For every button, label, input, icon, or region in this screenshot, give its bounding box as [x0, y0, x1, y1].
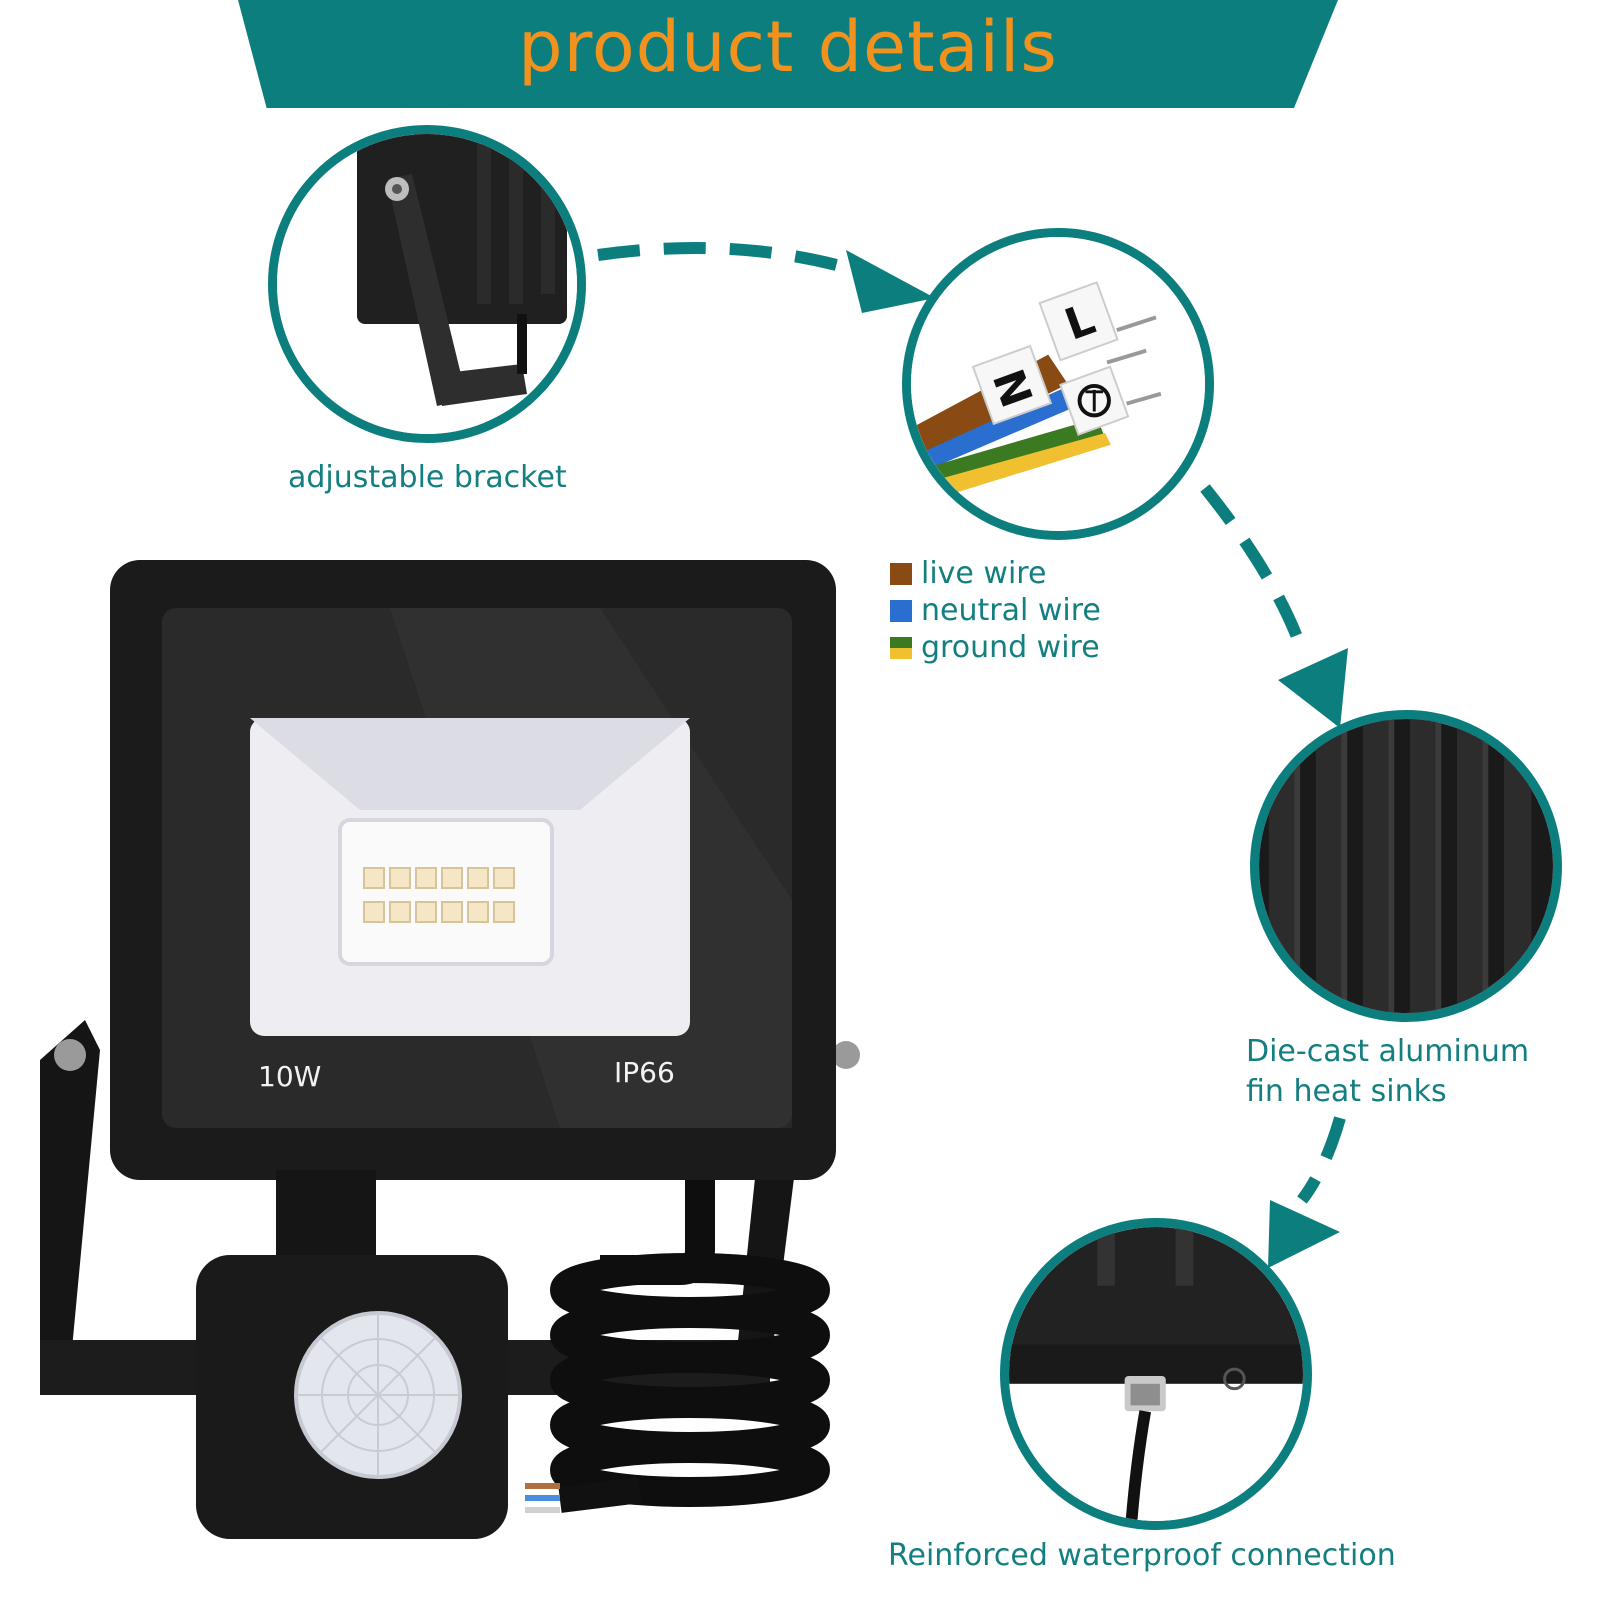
legend-label-live: live wire [921, 556, 1047, 591]
page-title: product details [518, 6, 1058, 88]
neutral-wire-swatch [890, 599, 912, 622]
bracket-detail-circle [268, 125, 586, 443]
bracket-detail-image [277, 134, 577, 434]
wire-legend: live wire neutral wire ground wire [890, 555, 1101, 666]
wiring-detail-image: L N [911, 237, 1205, 531]
heatsink-caption-line1: Die-cast aluminum [1246, 1034, 1530, 1069]
connection-detail-image [1009, 1227, 1303, 1521]
ground-symbol-icon [1077, 383, 1111, 418]
lamp-power-label: 10W [258, 1060, 322, 1093]
legend-item-ground: ground wire [890, 629, 1101, 666]
legend-item-neutral: neutral wire [890, 592, 1101, 629]
heatsink-caption-line2: fin heat sinks [1246, 1074, 1447, 1109]
legend-label-neutral: neutral wire [921, 593, 1101, 628]
bracket-caption: adjustable bracket [288, 460, 567, 495]
heatsink-detail-circle [1250, 710, 1562, 1022]
heatsink-detail-image [1259, 719, 1553, 1013]
ground-wire-swatch [890, 636, 912, 659]
lamp-rating-label: IP66 [614, 1056, 675, 1089]
live-wire-swatch [890, 562, 912, 585]
legend-label-ground: ground wire [921, 630, 1100, 665]
connection-caption: Reinforced waterproof connection [888, 1538, 1396, 1573]
wiring-detail-circle: L N [902, 228, 1214, 540]
connection-detail-circle [1000, 1218, 1312, 1530]
header-banner: product details [238, 0, 1338, 108]
heatsink-caption: Die-cast aluminum fin heat sinks [1246, 1032, 1529, 1112]
legend-item-live: live wire [890, 555, 1101, 592]
